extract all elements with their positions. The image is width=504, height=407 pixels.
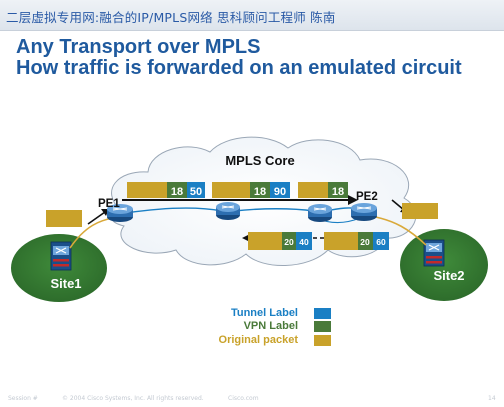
- legend-tunnel-text: Tunnel Label: [230, 307, 298, 319]
- legend-original-swatch: [314, 335, 331, 346]
- return-packet-2-tunnel-label: 60: [376, 237, 386, 247]
- forward-packet-2-tunnel-label: 90: [274, 186, 286, 198]
- title-line-2: How traffic is forwarded on an emulated …: [16, 57, 462, 79]
- forward-path-arrow: [122, 195, 358, 205]
- site2-label: Site2: [433, 268, 464, 283]
- legend-tunnel-swatch: [314, 308, 331, 319]
- forward-packet-2-vpn-label: 18: [254, 186, 266, 198]
- return-packet-1-tunnel-label: 40: [299, 237, 309, 247]
- return-packet-1-vpn-label: 20: [284, 237, 294, 247]
- forward-packet-3-vpn-label: 18: [332, 186, 344, 198]
- forward-packet-3: 18: [298, 182, 348, 198]
- core-router-2-icon: [308, 204, 332, 222]
- forward-packet-1-tunnel-label: 50: [190, 186, 202, 198]
- slide-title: Any Transport over MPLS How traffic is f…: [16, 37, 462, 79]
- legend-original-text: Original packet: [218, 334, 298, 346]
- pe1-router-icon: [107, 204, 133, 222]
- mpls-core-label: MPLS Core: [225, 153, 294, 168]
- forward-packet-1: 18 50: [127, 182, 205, 198]
- title-line-1: Any Transport over MPLS: [16, 36, 261, 58]
- pe1-label: PE1: [98, 198, 120, 210]
- footer-copyright: © 2004 Cisco Systems, Inc. All rights re…: [62, 395, 204, 402]
- site2-switch-icon: [423, 239, 445, 267]
- return-packet-2-vpn-label: 20: [360, 237, 370, 247]
- legend-vpn-swatch: [314, 321, 331, 332]
- footer-session: Session #: [8, 395, 38, 402]
- return-packet-1: 20 40: [248, 232, 312, 250]
- site1-original-packet: [46, 210, 82, 227]
- site1-label: Site1: [50, 276, 81, 291]
- footer-site: Cisco.com: [228, 395, 259, 402]
- header-text: 二层虚拟专用网:融合的IP/MPLS网络 思科顾问工程师 陈南: [6, 10, 336, 25]
- legend-vpn-text: VPN Label: [243, 320, 298, 332]
- pe2-label: PE2: [356, 191, 378, 203]
- footer: Session # © 2004 Cisco Systems, Inc. All…: [0, 393, 504, 407]
- pe2-router-icon: [351, 203, 377, 221]
- forward-packet-1-vpn-label: 18: [171, 186, 183, 198]
- core-router-1-icon: [216, 202, 240, 220]
- footer-page-number: 14: [488, 395, 496, 402]
- site2-original-packet: [402, 203, 438, 219]
- forward-packet-2: 18 90: [212, 182, 290, 198]
- header-bar: 二层虚拟专用网:融合的IP/MPLS网络 思科顾问工程师 陈南: [0, 0, 504, 31]
- return-packet-2: 20 60: [324, 232, 389, 250]
- site1-switch-icon: [50, 241, 72, 271]
